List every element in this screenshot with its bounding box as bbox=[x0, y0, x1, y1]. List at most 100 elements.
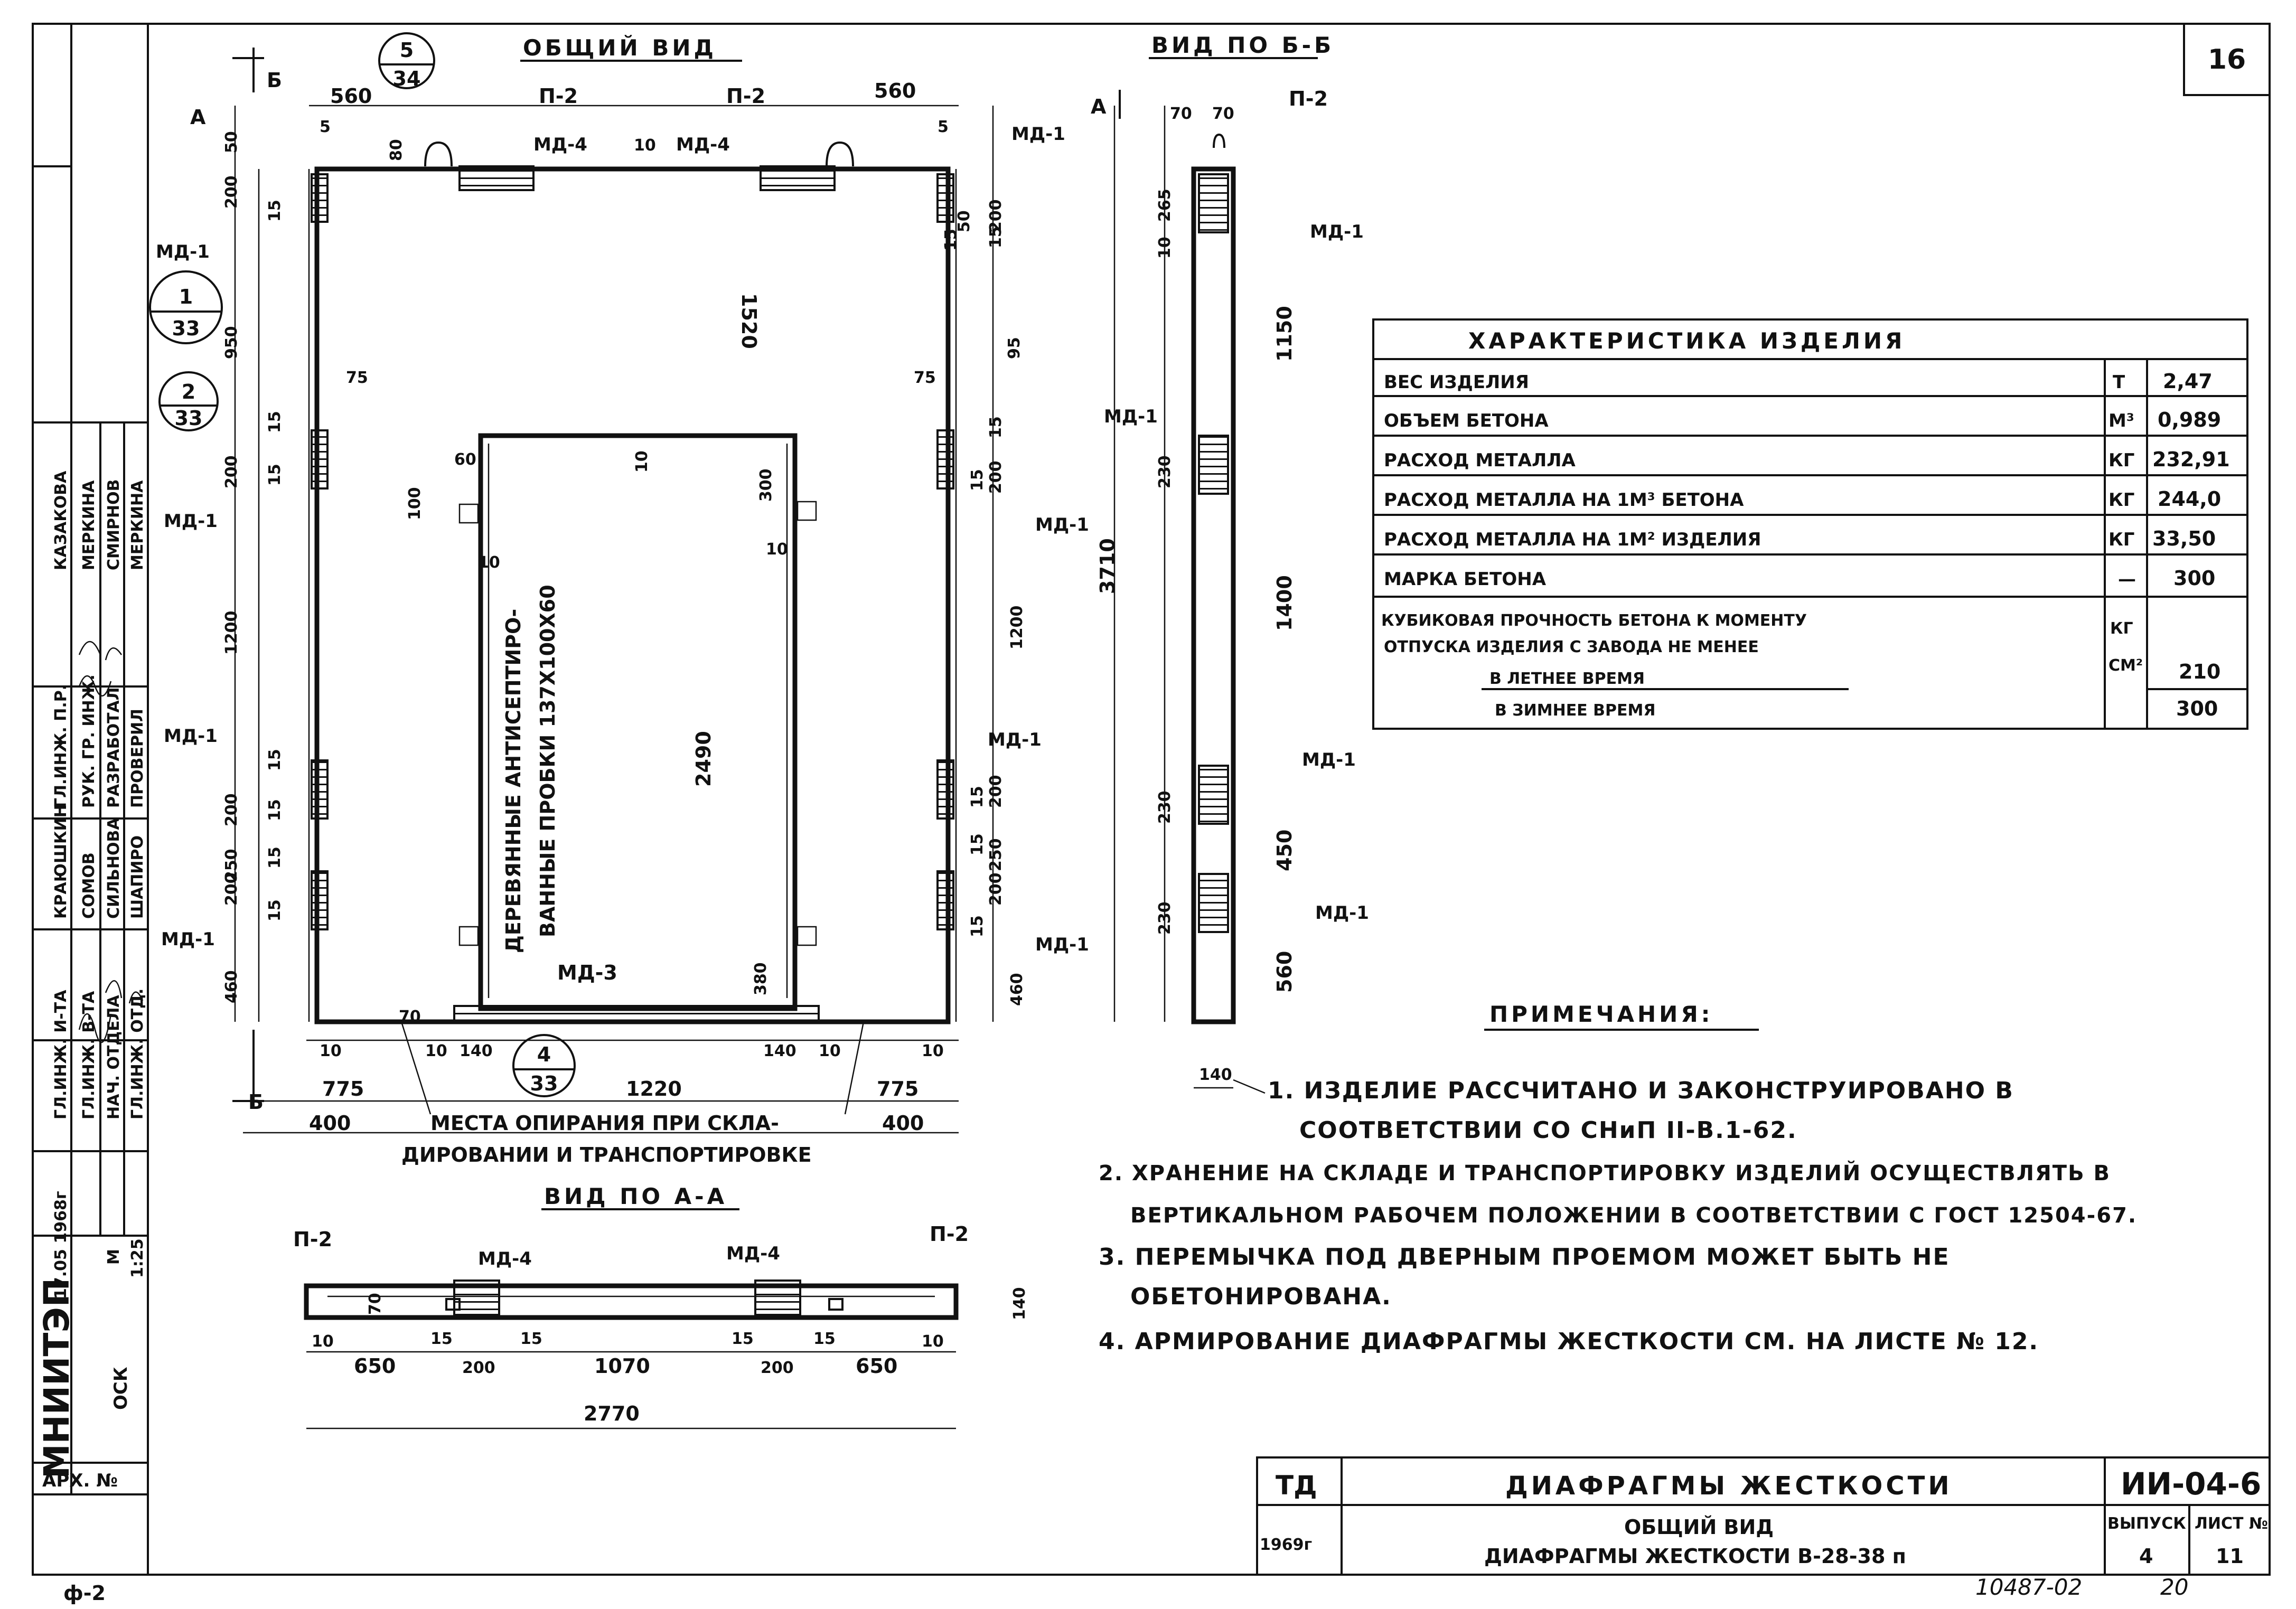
sheet-number: 16 bbox=[2208, 44, 2246, 76]
drawing-label: 10 bbox=[320, 1042, 342, 1060]
drawing-label: 560 bbox=[1273, 951, 1296, 993]
drawing-label: 4 bbox=[537, 1043, 551, 1066]
drawing-label: 15 bbox=[520, 1330, 542, 1348]
drawing-label: 70 bbox=[1212, 105, 1234, 123]
side-view-title: ВИД ПО Б-Б bbox=[1151, 32, 1334, 58]
panel-outline bbox=[314, 166, 951, 1024]
drawing-label: СООТВЕТСТВИИ СО СНиП II-В.1-62. bbox=[1299, 1117, 1797, 1144]
drawing-label: МД-1 bbox=[156, 241, 210, 262]
drawing-label: 3. ПЕРЕМЫЧКА ПОД ДВЕРНЫМ ПРОЕМОМ МОЖЕТ Б… bbox=[1099, 1244, 1950, 1271]
drawing-label: КГ bbox=[2110, 619, 2133, 638]
drawing-label: КГ bbox=[2108, 450, 2134, 471]
drawing-label: ИИ-04-6 bbox=[2121, 1466, 2261, 1502]
drawing-label: МД-1 bbox=[1315, 902, 1369, 924]
drawing-label: МД-1 bbox=[1011, 124, 1065, 145]
drawing-label: 4. АРМИРОВАНИЕ ДИАФРАГМЫ ЖЕСТКОСТИ СМ. Н… bbox=[1099, 1328, 2039, 1355]
drawing-label: 33 bbox=[530, 1072, 558, 1095]
drawing-label: 70 bbox=[366, 1293, 385, 1315]
drawing-label: КГ bbox=[2108, 490, 2134, 511]
drawing-label: 650 bbox=[354, 1354, 396, 1378]
drawing-label: 250 bbox=[222, 849, 241, 882]
drawing-label: М³ bbox=[2108, 410, 2134, 431]
drawing-label: ПРОВЕРИЛ bbox=[128, 709, 147, 808]
drawing-label: 10 bbox=[312, 1332, 334, 1351]
drawing-label: ХАРАКТЕРИСТИКА ИЗДЕЛИЯ bbox=[1468, 328, 1905, 354]
drawing-label: 200 bbox=[462, 1359, 495, 1377]
drawing-label: РАСХОД МЕТАЛЛА НА 1М³ БЕТОНА bbox=[1384, 490, 1744, 511]
callout-4-33 bbox=[512, 1034, 576, 1097]
drawing-label: СОМОВ bbox=[80, 852, 98, 919]
drawing-label: 15 bbox=[813, 1330, 836, 1348]
drawing-label: НАЧ. ОТДЕЛА bbox=[105, 994, 123, 1119]
drawing-label: МЕРКИНА bbox=[80, 480, 98, 570]
drawing-label: 10 bbox=[819, 1042, 841, 1060]
drawing-label: 400 bbox=[309, 1112, 351, 1135]
drawing-label: МЕРКИНА bbox=[128, 480, 147, 570]
drawing-label: 200 bbox=[222, 175, 241, 209]
drawing-label: 1. ИЗДЕЛИЕ РАССЧИТАНО И ЗАКОНСТРУИРОВАНО… bbox=[1268, 1077, 2014, 1104]
drawing-label: КУБИКОВАЯ ПРОЧНОСТЬ БЕТОНА К МОМЕНТУ bbox=[1381, 611, 1807, 630]
drawing-label: 80 bbox=[387, 139, 406, 161]
drawing-label: 140 bbox=[1010, 1287, 1029, 1320]
drawing-label: 95 bbox=[1005, 337, 1024, 359]
drawing-label: 3710 bbox=[1096, 538, 1119, 594]
drawing-label: 232,91 bbox=[2152, 448, 2230, 471]
plate-md4 bbox=[458, 165, 535, 191]
drawing-label: 15 bbox=[266, 411, 284, 433]
callout-1-33 bbox=[149, 270, 223, 344]
plate-md1 bbox=[311, 870, 329, 930]
drawing-label: 200 bbox=[222, 793, 241, 826]
drawing-label: 5 bbox=[400, 39, 414, 62]
drawing-label: 650 bbox=[856, 1354, 897, 1378]
drawing-label: КАЗАКОВА bbox=[52, 471, 70, 570]
drawing-label: 60 bbox=[454, 450, 476, 469]
drawing-label: 2490 bbox=[692, 731, 715, 787]
drawing-label: 100 bbox=[406, 487, 424, 520]
drawing-label: 1400 bbox=[1273, 575, 1296, 631]
bottom-left-code: ф-2 bbox=[63, 1582, 106, 1605]
drawing-label: РАЗРАБОТАЛ bbox=[105, 687, 123, 808]
drawing-label: 15 bbox=[942, 229, 960, 251]
drawing-label: 230 bbox=[1156, 791, 1174, 824]
drawing-label: ГЛ.ИНЖ. И-ТА bbox=[52, 990, 70, 1119]
drawing-label: МД-1 bbox=[1310, 221, 1364, 242]
drawing-label: П-2 bbox=[726, 84, 765, 108]
drawing-label: 15 bbox=[987, 416, 1005, 438]
drawing-label: МД-1 bbox=[1302, 749, 1356, 770]
drawing-label: МД-1 bbox=[164, 726, 218, 747]
drawing-label: 200 bbox=[222, 872, 241, 906]
plate-md1 bbox=[311, 429, 329, 490]
drawing-label: 200 bbox=[987, 775, 1005, 808]
drawing-label: 1200 bbox=[222, 611, 241, 655]
drawing-label: ОСК bbox=[110, 1367, 132, 1410]
plate-md1 bbox=[311, 759, 329, 820]
drawing-label: 200 bbox=[987, 460, 1005, 494]
drawing-label: П-2 bbox=[293, 1228, 332, 1251]
drawing-label: 33 bbox=[172, 317, 200, 340]
drawing-label: РАСХОД МЕТАЛЛА НА 1М² ИЗДЕЛИЯ bbox=[1384, 529, 1761, 550]
drawing-label: 300 bbox=[757, 468, 775, 502]
drawing-label: 0,989 bbox=[2158, 408, 2221, 431]
callout-2-33 bbox=[158, 371, 219, 431]
drawing-label: 75 bbox=[914, 369, 936, 387]
drawing-label: 250 bbox=[987, 838, 1005, 871]
drawing-label: МД-1 bbox=[1035, 934, 1089, 955]
plate-md1 bbox=[936, 759, 954, 820]
drawing-label: 460 bbox=[1008, 973, 1026, 1006]
drawing-label: МД-1 bbox=[988, 729, 1042, 750]
drawing-label: 560 bbox=[330, 84, 372, 108]
drawing-label: 140 bbox=[763, 1042, 796, 1060]
drawing-label: 1070 bbox=[594, 1354, 650, 1378]
drawing-label: 460 bbox=[222, 970, 241, 1003]
drawing-label: 5 bbox=[320, 118, 331, 136]
drawing-label: 15 bbox=[266, 749, 284, 771]
drawing-label: П-2 bbox=[930, 1222, 969, 1246]
drawing-label: 2770 bbox=[584, 1402, 640, 1425]
drawing-label: 200 bbox=[761, 1359, 794, 1377]
main-view: ОБЩИЙ ВИД Б Б А bbox=[149, 32, 1119, 1166]
drawing-label: 15 bbox=[266, 799, 284, 821]
drawing-label: 2. ХРАНЕНИЕ НА СКЛАДЕ И ТРАНСПОРТИРОВКУ … bbox=[1099, 1160, 2111, 1185]
drawing-label: 200 bbox=[987, 199, 1005, 232]
drawing-label: ВЕС ИЗДЕЛИЯ bbox=[1384, 372, 1529, 393]
